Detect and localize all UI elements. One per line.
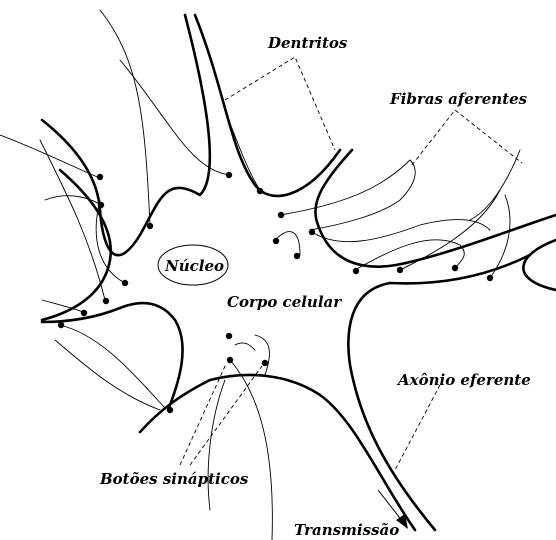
label-transmissao: Transmissão (294, 521, 399, 539)
synaptic-bouton (353, 268, 359, 274)
synaptic-bouton (147, 223, 153, 229)
afferent-fiber (42, 300, 85, 313)
synaptic-bouton (226, 172, 232, 178)
synaptic-bouton (81, 310, 87, 316)
cell-membrane-left (42, 170, 111, 320)
afferent-fiber (0, 135, 100, 178)
cell-membrane-axon-bottom (140, 375, 415, 530)
afferent-fiber (60, 325, 165, 408)
synaptic-bouton (294, 253, 300, 259)
label-nucleo: Núcleo (164, 257, 224, 275)
leader-botoes-sinapticos (180, 364, 262, 465)
cell-membrane-upper-left (42, 15, 210, 255)
leader-fibras-aferentes (412, 110, 522, 165)
label-botoes-sinapticos: Botões sinápticos (99, 470, 249, 488)
afferent-fiber (120, 60, 230, 175)
afferent-fiber (400, 190, 500, 270)
afferent-fiber (312, 220, 490, 242)
synaptic-bouton (103, 298, 109, 304)
afferent-fiber (255, 335, 269, 375)
leader-axonio-eferente (395, 385, 440, 470)
synaptic-bouton (262, 360, 268, 366)
synaptic-bouton (452, 265, 458, 271)
synaptic-bouton (167, 407, 173, 413)
synaptic-bouton (226, 333, 232, 339)
cell-membrane-right-lobe (523, 240, 556, 290)
synaptic-bouton (397, 267, 403, 273)
synaptic-bouton (278, 212, 284, 218)
synaptic-bouton (98, 202, 104, 208)
leader-dentritos (225, 57, 335, 150)
afferent-fiber (40, 140, 105, 300)
synaptic-bouton (309, 229, 315, 235)
afferent-fiber (100, 10, 150, 225)
synaptic-bouton (227, 357, 233, 363)
synaptic-bouton (487, 275, 493, 281)
label-corpo-celular: Corpo celular (227, 293, 342, 311)
afferent-fiber (275, 232, 300, 255)
synaptic-bouton (58, 322, 64, 328)
label-axonio-eferente: Axônio eferente (396, 371, 531, 389)
afferent-fiber (230, 360, 272, 540)
synaptic-bouton (273, 238, 279, 244)
afferent-fiber (280, 160, 415, 230)
synaptic-bouton (97, 174, 103, 180)
label-dentritos: Dentritos (267, 34, 348, 52)
cell-membrane-upper-right (315, 150, 556, 267)
cell-membrane-lower-left (42, 303, 183, 410)
afferent-fiber (470, 150, 520, 220)
afferent-fiber (235, 343, 255, 350)
cell-membrane-axon-top (348, 255, 530, 530)
synaptic-bouton (257, 188, 263, 194)
synaptic-bouton (122, 280, 128, 286)
afferent-fiber (208, 380, 225, 510)
label-fibras-aferentes: Fibras aferentes (389, 90, 528, 108)
